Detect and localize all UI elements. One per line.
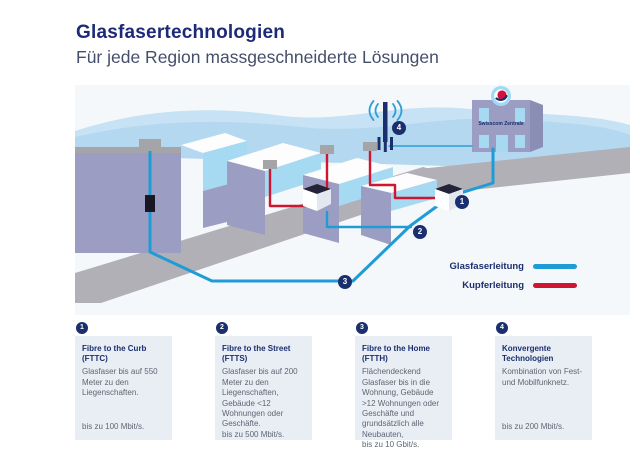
card-2-title: Fibre to the Street (FTTS) <box>222 344 305 364</box>
building-middle-1 <box>227 143 321 235</box>
card-4-description: Kombination von Fest- und Mobilfunknetz. <box>502 367 583 387</box>
card-konvergente: 4 Konvergente Technologien Kombination v… <box>495 322 592 440</box>
legend-fiber-label: Glasfaserleitung <box>449 261 524 272</box>
network-illustration <box>75 86 630 315</box>
page-subtitle: Für jede Region massgeschneiderte Lösung… <box>76 47 439 67</box>
fiber-lines <box>148 143 495 283</box>
network-scene: Swisscom Zentrale 1 2 3 4 Glasfaserleitu… <box>75 85 630 315</box>
street-cabinet-ftts <box>303 184 331 211</box>
building-middle-3 <box>361 173 437 245</box>
marker-4: 4 <box>392 121 406 135</box>
card-3-abbr: (FTTH) <box>362 354 388 364</box>
central-office-label: Swisscom Zentrale <box>478 121 524 127</box>
card-3-name: Fibre to the Home <box>362 344 431 353</box>
marker-1: 1 <box>455 195 469 209</box>
card-4-badge: 4 <box>496 322 508 334</box>
card-ftts: 2 Fibre to the Street (FTTS) Glasfaser b… <box>215 322 312 440</box>
card-2-speed: bis zu 500 Mbit/s. <box>222 429 285 439</box>
legend-row-copper: Kupferleitung <box>427 280 577 291</box>
card-4-name: Konvergente Technologien <box>502 344 554 364</box>
card-3-title: Fibre to the Home (FTTH) <box>362 344 445 364</box>
card-2-badge: 2 <box>216 322 228 334</box>
legend-copper-label: Kupferleitung <box>462 280 524 291</box>
card-3-badge: 3 <box>356 322 368 334</box>
antenna-mast-icon <box>368 100 403 152</box>
card-3-speed: bis zu 10 Gbit/s. <box>362 440 420 450</box>
page-title: Glasfasertechnologien <box>76 22 286 43</box>
card-1-badge: 1 <box>76 322 88 334</box>
legend-row-fiber: Glasfaserleitung <box>427 261 577 272</box>
fiber-line-swatch <box>533 264 577 269</box>
copper-line-swatch <box>533 283 577 288</box>
card-1-speed: bis zu 100 Mbit/s. <box>82 422 145 432</box>
card-fttc: 1 Fibre to the Curb (FTTC) Glasfaser bis… <box>75 322 172 440</box>
technology-cards: 1 Fibre to the Curb (FTTC) Glasfaser bis… <box>75 322 593 449</box>
central-office-building <box>472 100 543 152</box>
card-4-title: Konvergente Technologien <box>502 344 585 364</box>
card-1-name: Fibre to the Curb <box>82 344 147 353</box>
card-ftth: 3 Fibre to the Home (FTTH) Flächendecken… <box>355 322 452 449</box>
roof-connection-boxes <box>139 139 377 169</box>
copper-lines <box>268 149 439 208</box>
marker-2: 2 <box>413 225 427 239</box>
legend: Glasfaserleitung Kupferleitung <box>427 261 577 299</box>
card-2-name: Fibre to the Street <box>222 344 291 353</box>
card-1-title: Fibre to the Curb (FTTC) <box>82 344 165 364</box>
card-3-description: Flächendeckend Glasfaser bis in die Wohn… <box>362 367 440 439</box>
card-1-abbr: (FTTC) <box>82 354 108 364</box>
card-4-speed: bis zu 200 Mbit/s. <box>502 422 565 432</box>
wall-socket <box>145 195 155 212</box>
swisscom-logo-icon <box>491 86 511 106</box>
marker-3: 3 <box>338 275 352 289</box>
card-2-abbr: (FTTS) <box>222 354 248 364</box>
card-2-description: Glasfaser bis auf 200 Meter zu den Liege… <box>222 367 298 429</box>
card-1-description: Glasfaser bis auf 550 Meter zu den Liege… <box>82 367 158 398</box>
